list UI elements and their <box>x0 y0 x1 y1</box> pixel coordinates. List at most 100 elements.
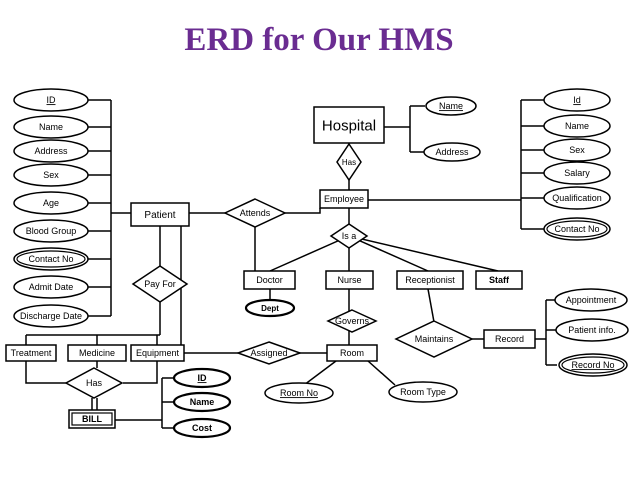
attr-hospital-name <box>425 96 477 116</box>
attr-employee-name <box>543 114 611 138</box>
attr-patient-name <box>13 115 89 139</box>
room-no-link <box>303 360 337 386</box>
relationship-pay-for-label: Pay For <box>144 279 176 289</box>
attr-doctor-dept <box>244 298 296 318</box>
entity-bill-inner <box>71 412 113 426</box>
attr-patient-blood-group <box>13 219 89 243</box>
attr-patient-contact-no <box>13 247 89 271</box>
entity-medicine-label: Medicine <box>79 348 115 358</box>
attr-record-no-label: Record No <box>571 360 614 370</box>
entity-employee-label: Employee <box>324 194 364 204</box>
relationship-governs-label: Governs <box>335 316 370 326</box>
entity-nurse-label: Nurse <box>337 275 361 285</box>
page-title: ERD for Our HMS <box>184 22 454 58</box>
entity-employee <box>319 189 369 209</box>
entity-bill-label: BILL <box>82 414 102 424</box>
treatment-has-link <box>25 361 66 384</box>
attr-record-appointment <box>554 288 628 312</box>
entity-hospital <box>313 106 385 144</box>
attr-employee-salary <box>543 161 611 185</box>
attr-patient-age-label: Age <box>43 198 59 208</box>
attr-patient-id <box>13 88 89 112</box>
entity-staff-label: Staff <box>489 275 510 285</box>
attr-patient-address <box>13 139 89 163</box>
attr-bill-id <box>172 367 232 389</box>
attends-employee-link <box>285 208 321 214</box>
attr-employee-qualification-label: Qualification <box>552 193 602 203</box>
relationship-assigned <box>235 341 303 365</box>
relationship-pay-for <box>131 265 189 303</box>
attr-employee-contact-no <box>543 217 611 241</box>
entity-room-label: Room <box>340 348 364 358</box>
attr-bill-id-label: ID <box>198 373 208 383</box>
isa-staff-link <box>348 235 499 272</box>
attr-doctor-dept-label: Dept <box>261 304 279 313</box>
attr-employee-qualification <box>543 186 611 210</box>
attr-bill-cost <box>172 417 232 439</box>
entity-bill <box>68 409 116 429</box>
attr-room-no <box>264 382 334 404</box>
attr-patient-id-label: ID <box>47 95 57 105</box>
attr-employee-name-label: Name <box>565 121 589 131</box>
entity-room <box>326 344 378 362</box>
relationship-has-hospital <box>336 142 362 182</box>
attr-bill-cost-label: Cost <box>192 423 212 433</box>
relationship-is-a-label: Is a <box>342 231 357 241</box>
entity-equipment <box>130 344 185 362</box>
relationship-assigned-label: Assigned <box>250 348 287 358</box>
attr-patient-age <box>13 191 89 215</box>
entity-receptionist-label: Receptionist <box>405 275 455 285</box>
attr-patient-address-label: Address <box>34 146 68 156</box>
attr-record-patient-info <box>555 318 629 342</box>
attr-patient-discharge-date-label: Discharge Date <box>20 311 82 321</box>
entity-record-label: Record <box>495 334 524 344</box>
attr-room-type <box>388 381 458 403</box>
attr-record-no <box>558 353 628 377</box>
attr-patient-name-label: Name <box>39 122 63 132</box>
attr-employee-contact-no-inner <box>546 220 608 238</box>
patient-assigned-link <box>180 226 238 354</box>
attr-patient-sex <box>13 163 89 187</box>
relationship-has-bill-label: Has <box>86 378 103 388</box>
relationship-governs <box>326 309 378 333</box>
attr-employee-id <box>543 88 611 112</box>
relationship-maintains-label: Maintains <box>415 334 454 344</box>
attr-patient-admit-date-label: Admit Date <box>29 282 74 292</box>
room-type-link <box>367 360 396 386</box>
attr-hospital-address-label: Address <box>435 147 469 157</box>
attr-room-no-label: Room No <box>280 388 318 398</box>
entity-medicine <box>67 344 127 362</box>
attr-patient-sex-label: Sex <box>43 170 59 180</box>
attr-employee-id-label: Id <box>573 95 581 105</box>
entity-record <box>483 329 536 349</box>
entity-nurse <box>325 270 374 290</box>
entity-receptionist <box>396 270 464 290</box>
attr-patient-blood-group-label: Blood Group <box>26 226 77 236</box>
attr-patient-discharge-date <box>13 304 89 328</box>
entity-patient-label: Patient <box>144 210 175 221</box>
relationship-attends-label: Attends <box>240 208 271 218</box>
attr-employee-sex <box>543 138 611 162</box>
attr-record-appointment-label: Appointment <box>566 295 617 305</box>
attr-record-no-inner <box>561 356 625 374</box>
attr-hospital-name-label: Name <box>439 101 463 111</box>
relationship-has-hospital-label: Has <box>342 158 356 167</box>
attr-employee-salary-label: Salary <box>564 168 590 178</box>
attr-employee-contact-no-label: Contact No <box>554 224 599 234</box>
equipment-has-link <box>123 361 158 384</box>
attr-patient-contact-no-label: Contact No <box>28 254 73 264</box>
isa-doctor-link <box>269 235 350 272</box>
relationship-maintains <box>394 320 474 358</box>
entity-doctor-label: Doctor <box>256 275 283 285</box>
attr-bill-name-label: Name <box>190 397 215 407</box>
attr-employee-sex-label: Sex <box>569 145 585 155</box>
entity-staff <box>475 270 523 290</box>
entity-treatment <box>5 344 57 362</box>
attr-patient-admit-date <box>13 275 89 299</box>
receptionist-maintains-link <box>427 288 435 323</box>
entity-doctor <box>243 270 296 290</box>
attr-record-patient-info-label: Patient info. <box>568 325 616 335</box>
attr-hospital-address <box>423 142 481 162</box>
entity-treatment-label: Treatment <box>11 348 52 358</box>
